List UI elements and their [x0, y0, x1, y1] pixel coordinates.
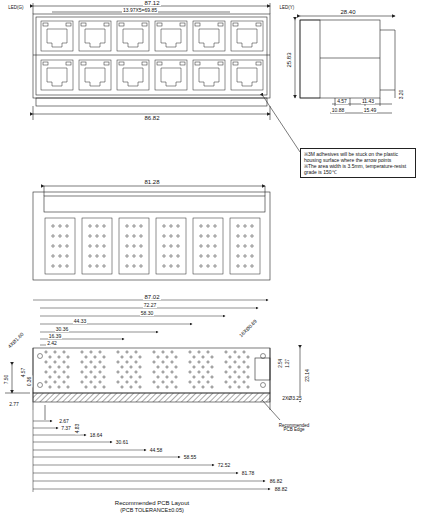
dimension-label: 28.40 [339, 9, 356, 15]
dimension-label: 72.27 [143, 303, 158, 308]
dimension-label: 0.36 [27, 375, 32, 387]
dimension-label: 2.77 [8, 402, 20, 407]
dimension-label: 81.28 [143, 179, 160, 185]
dimension-label: 16.39 [48, 334, 63, 339]
dimension-label: 16XØ0.89 [238, 318, 259, 339]
dimension-label: 58.55 [183, 455, 198, 460]
dimension-label: 1.27 [286, 358, 291, 369]
dimension-label: 4.57 [336, 99, 348, 104]
dimension-label: 4.83 [75, 422, 80, 434]
dimension-label: 3.20 [399, 88, 404, 100]
dimension-label: 87.02 [143, 294, 160, 300]
dimension-label: 2XØ3.25 [281, 396, 303, 401]
dimension-label: 11.43 [361, 99, 375, 104]
dimension-label: 72.52 [217, 463, 232, 468]
dimension-label: 25.83 [286, 51, 292, 68]
dimension-label: 18.64 [89, 433, 104, 438]
note-text: ※The area width is 3.5mm, temperature-re… [304, 163, 412, 175]
dimension-label: Recommended PCB Edge [276, 424, 312, 433]
dimension-label: 30.61 [115, 440, 130, 445]
dimension-label: 15.49 [363, 108, 378, 113]
dimension-label: Recommended PCB Layout [114, 500, 190, 506]
note-text: ※3M adhesives will be stuck on the plast… [304, 151, 412, 163]
dimension-label: 13.97X5=69.85 [122, 8, 158, 13]
dimension-label: 86.82 [143, 115, 160, 121]
dimension-label: 4XØ1.60 [7, 331, 26, 350]
dimension-label: 87.12 [143, 0, 160, 6]
dimension-label: 81.78 [241, 471, 256, 476]
dimension-label: 44.33 [73, 319, 88, 324]
dimension-label: LED(G) [7, 6, 24, 11]
dimension-label: 7.37 [60, 426, 72, 431]
dimension-label: (PCB TOLERANCE±0.05) [119, 508, 185, 514]
note-box: ※3M adhesives will be stuck on the plast… [300, 148, 416, 178]
dimension-label: 23.14 [304, 368, 309, 383]
dimension-label: 86.82 [269, 479, 284, 484]
dimension-label: LED(Y) [279, 6, 296, 11]
dimension-label: 2.42 [46, 341, 58, 346]
dimension-label: 58.30 [140, 311, 155, 316]
dimension-label: 7.50 [4, 373, 9, 385]
dimension-label: 2.67 [58, 419, 70, 424]
dimension-label: 44.58 [149, 448, 164, 453]
dimension-label: 88.82 [274, 487, 289, 492]
dimension-label: 2.54 [279, 358, 284, 369]
dimension-label: 10.88 [331, 108, 346, 113]
dimension-label: 4.57 [21, 366, 26, 378]
dimension-label: 30.36 [55, 327, 70, 332]
